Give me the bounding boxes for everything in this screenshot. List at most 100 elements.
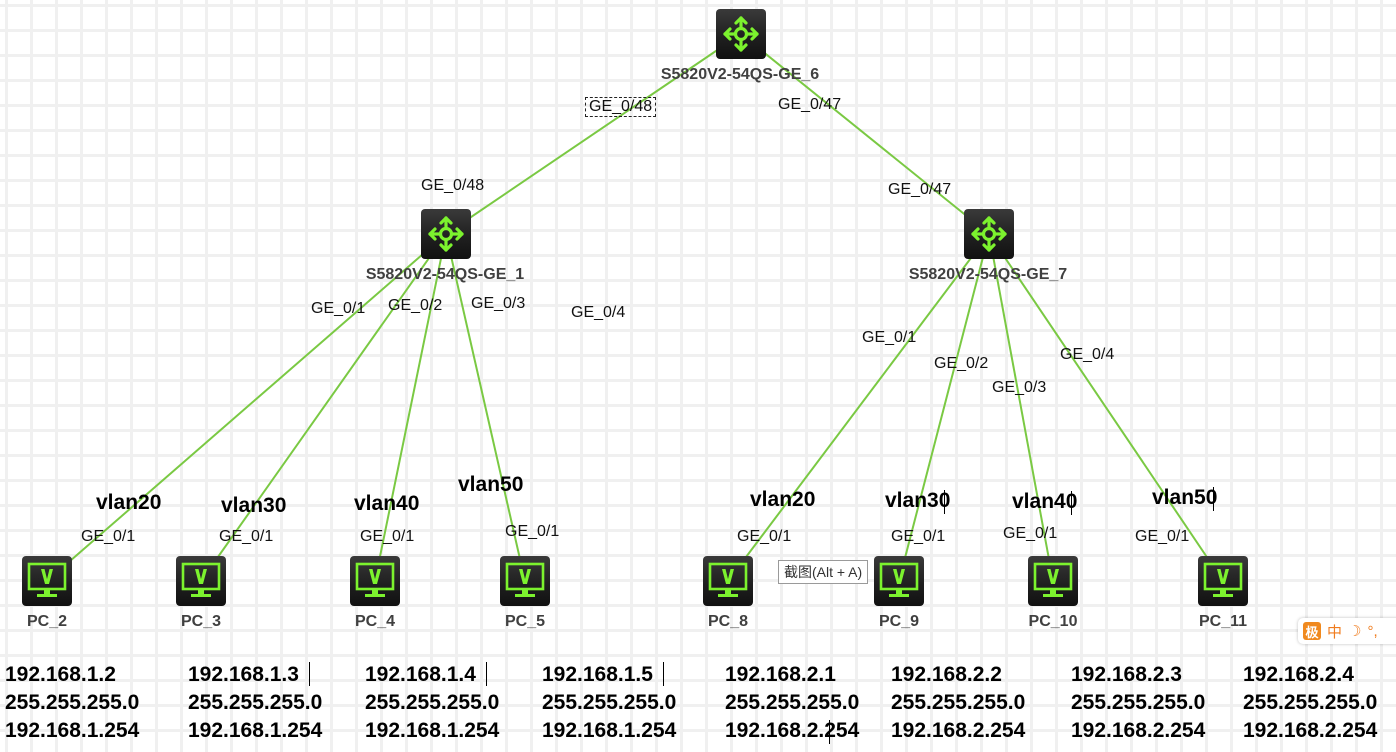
subnet-mask: 255.255.255.0 bbox=[365, 691, 500, 714]
ime-logo-icon[interactable]: 极 bbox=[1303, 622, 1321, 640]
ip-config-pc11[interactable]: 192.168.2.4 255.255.255.0 192.168.2.254 bbox=[1243, 661, 1377, 745]
ip-address: 192.168.1.4 bbox=[365, 663, 476, 686]
pc-label: PC_2 bbox=[26, 613, 68, 630]
screenshot-tooltip: 截图(Alt + A) bbox=[778, 560, 869, 584]
port-label[interactable]: GE_0/1 bbox=[737, 528, 792, 545]
ip-config-pc10[interactable]: 192.168.2.3 255.255.255.0 192.168.2.254 bbox=[1071, 661, 1205, 745]
link-sw6-sw7[interactable] bbox=[740, 33, 990, 235]
ime-halfwidth-moon-icon[interactable]: ☽ bbox=[1348, 623, 1362, 640]
switch-icon bbox=[716, 9, 766, 59]
pc-label: PC_5 bbox=[504, 613, 546, 630]
pc-label: PC_11 bbox=[1198, 613, 1248, 630]
link-sw7-pc11[interactable] bbox=[988, 233, 1224, 582]
pc-label: PC_3 bbox=[180, 613, 222, 630]
pc-node-pc10[interactable] bbox=[1028, 556, 1078, 606]
pc-node-pc2[interactable] bbox=[22, 556, 72, 606]
pc-icon bbox=[350, 556, 400, 606]
port-label[interactable]: GE_0/1 bbox=[360, 528, 415, 545]
port-label[interactable]: GE_0/1 bbox=[862, 329, 917, 346]
gateway: 192.168.1.254 bbox=[365, 719, 500, 742]
switch-icon bbox=[421, 209, 471, 259]
port-label[interactable]: GE_0/47 bbox=[778, 96, 842, 113]
gateway: 192.168.2.254 bbox=[1071, 719, 1206, 742]
pc-icon bbox=[22, 556, 72, 606]
ip-config-pc2[interactable]: 192.168.1.2 255.255.255.0 192.168.1.254 bbox=[5, 661, 139, 745]
pc-node-pc3[interactable] bbox=[176, 556, 226, 606]
vlan-annotation[interactable]: vlan40 bbox=[1012, 490, 1078, 513]
port-label[interactable]: GE_0/2 bbox=[388, 297, 443, 314]
port-label[interactable]: GE_0/1 bbox=[219, 528, 274, 545]
switch-node-sw7[interactable] bbox=[964, 209, 1014, 259]
port-label-selected[interactable]: GE_0/48 bbox=[585, 97, 657, 117]
link-sw1-pc3[interactable] bbox=[200, 233, 447, 582]
subnet-mask: 255.255.255.0 bbox=[1243, 691, 1378, 714]
port-label[interactable]: GE_0/4 bbox=[571, 304, 626, 321]
link-sw7-pc8[interactable] bbox=[727, 233, 990, 582]
gateway: 192.168.2.254 bbox=[725, 719, 860, 742]
link-sw7-pc9[interactable] bbox=[898, 233, 990, 582]
vlan-annotation[interactable]: vlan30 bbox=[885, 489, 951, 512]
gateway: 192.168.1.254 bbox=[5, 719, 140, 742]
pc-node-pc11[interactable] bbox=[1198, 556, 1248, 606]
ip-address: 192.168.2.3 bbox=[1071, 663, 1182, 686]
pc-label: PC_4 bbox=[354, 613, 396, 630]
vlan-annotation[interactable]: vlan40 bbox=[354, 492, 420, 515]
vlan-annotation[interactable]: vlan50 bbox=[458, 473, 524, 496]
ip-config-pc5[interactable]: 192.168.1.5 255.255.255.0 192.168.1.254 bbox=[542, 661, 676, 745]
ip-address: 192.168.2.4 bbox=[1243, 663, 1354, 686]
pc-label: PC_8 bbox=[707, 613, 749, 630]
text-cursor bbox=[663, 662, 664, 686]
subnet-mask: 255.255.255.0 bbox=[5, 691, 140, 714]
switch-icon bbox=[964, 209, 1014, 259]
ime-mode-toggle[interactable]: 中 bbox=[1327, 623, 1343, 641]
port-label[interactable]: GE_0/2 bbox=[934, 355, 989, 372]
ip-config-pc4[interactable]: 192.168.1.4 255.255.255.0 192.168.1.254 bbox=[365, 661, 499, 745]
ip-config-pc8[interactable]: 192.168.2.1 255.255.255.0 192.168.2.254 bbox=[725, 661, 859, 745]
link-sw7-pc10[interactable] bbox=[988, 233, 1054, 582]
link-sw1-pc5[interactable] bbox=[445, 233, 526, 582]
pc-node-pc5[interactable] bbox=[500, 556, 550, 606]
port-label[interactable]: GE_0/1 bbox=[81, 528, 136, 545]
pc-icon bbox=[1198, 556, 1248, 606]
pc-icon bbox=[703, 556, 753, 606]
pc-node-pc8[interactable] bbox=[703, 556, 753, 606]
ip-address: 192.168.2.1 bbox=[725, 663, 836, 686]
text-cursor bbox=[944, 490, 945, 514]
vlan-annotation[interactable]: vlan50 bbox=[1152, 486, 1218, 509]
gateway: 192.168.1.254 bbox=[188, 719, 323, 742]
vlan-annotation[interactable]: vlan30 bbox=[221, 494, 287, 517]
text-cursor bbox=[1213, 487, 1214, 511]
switch-node-sw1[interactable] bbox=[421, 209, 471, 259]
port-label[interactable]: GE_0/47 bbox=[888, 181, 952, 198]
ime-punctuation-icon[interactable]: °, bbox=[1367, 622, 1378, 640]
ip-config-pc9[interactable]: 192.168.2.2 255.255.255.0 192.168.2.254 bbox=[891, 661, 1025, 745]
switch-node-sw6[interactable] bbox=[716, 9, 766, 59]
port-label[interactable]: GE_0/1 bbox=[891, 528, 946, 545]
vlan-annotation[interactable]: vlan20 bbox=[750, 488, 816, 511]
switch-label: S5820V2-54QS-GE_7 bbox=[908, 266, 1068, 283]
subnet-mask: 255.255.255.0 bbox=[725, 691, 860, 714]
port-label[interactable]: GE_0/1 bbox=[311, 300, 366, 317]
port-label[interactable]: GE_0/48 bbox=[421, 177, 485, 194]
pc-icon bbox=[1028, 556, 1078, 606]
link-sw1-pc4[interactable] bbox=[374, 233, 447, 582]
port-label[interactable]: GE_0/3 bbox=[471, 295, 526, 312]
port-label[interactable]: GE_0/1 bbox=[1003, 525, 1058, 542]
subnet-mask: 255.255.255.0 bbox=[542, 691, 677, 714]
pc-node-pc9[interactable] bbox=[874, 556, 924, 606]
port-label[interactable]: GE_0/1 bbox=[505, 523, 560, 540]
port-label[interactable]: GE_0/4 bbox=[1060, 346, 1115, 363]
pc-node-pc4[interactable] bbox=[350, 556, 400, 606]
ip-config-pc3[interactable]: 192.168.1.3 255.255.255.0 192.168.1.254 bbox=[188, 661, 322, 745]
link-sw6-sw1[interactable] bbox=[445, 33, 742, 235]
ime-toolbar[interactable]: 极 中 ☽ °, bbox=[1298, 618, 1396, 644]
text-cursor bbox=[309, 662, 310, 686]
vlan-annotation[interactable]: vlan20 bbox=[96, 491, 162, 514]
ip-address: 192.168.2.2 bbox=[891, 663, 1002, 686]
ip-address: 192.168.1.5 bbox=[542, 663, 653, 686]
port-label[interactable]: GE_0/1 bbox=[1135, 528, 1190, 545]
link-sw1-pc2[interactable] bbox=[46, 233, 447, 582]
port-label[interactable]: GE_0/3 bbox=[992, 379, 1047, 396]
